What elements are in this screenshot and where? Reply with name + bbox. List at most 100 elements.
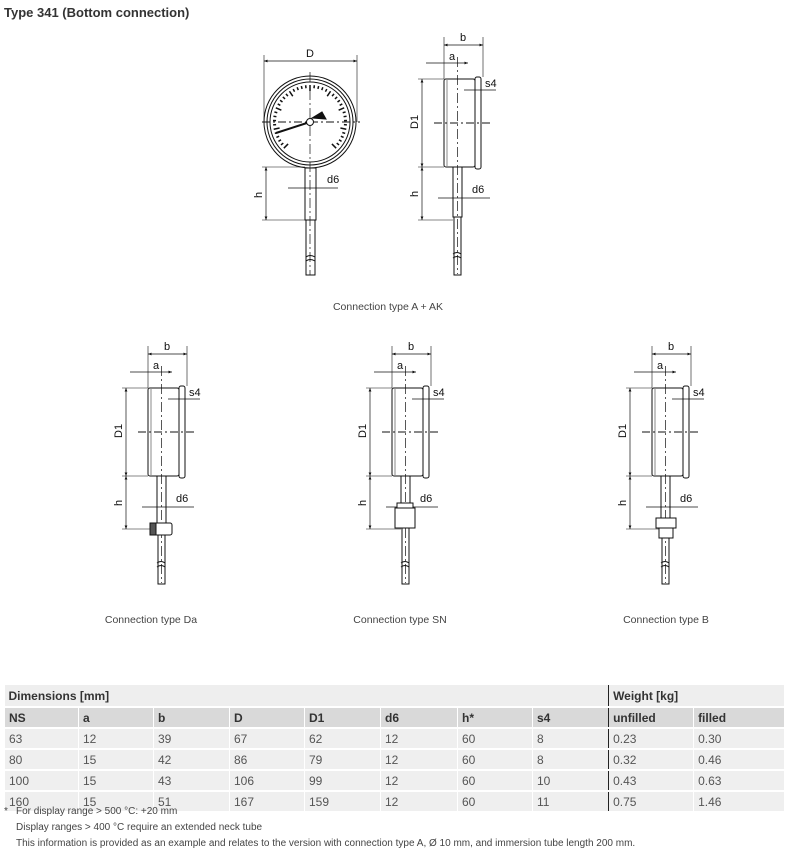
table-cell: 86 [229,749,305,771]
svg-text:h: h [253,192,265,198]
table-cell: 0.23 [608,728,694,750]
dial-tick [336,142,340,146]
dial-tick [275,107,282,111]
table-cell: 100 [4,770,79,792]
footnote-1: For display range > 500 °C: +20 mm [16,806,178,817]
table-cell: 12 [380,728,458,750]
table-cell: 0.32 [608,749,694,771]
dial-tick [274,111,278,114]
column-header: b [153,707,230,729]
dial-tick [337,99,341,103]
footnotes: * For display range > 500 °C: +20 mm Disp… [4,804,635,852]
table-cell: 60 [457,770,533,792]
caption-b: Connection type B [623,614,709,626]
side-view-a-ak [409,32,497,275]
dial-tick [321,87,324,91]
footnote-star: * [4,806,8,817]
table-cell: 51 [153,791,230,813]
side-view-b [617,341,705,584]
column-header: a [78,707,154,729]
dial-tick [280,142,284,146]
caption-sn: Connection type SN [353,614,447,626]
table-cell: 60 [457,728,533,750]
table-cell: 60 [457,749,533,771]
dial-tick [292,88,296,93]
dial-tick [331,143,337,149]
column-header: D [229,707,305,729]
table-cell: 67 [229,728,305,750]
dial-tick [326,90,332,97]
table-cell: 99 [304,770,381,792]
dial-tick [340,127,347,130]
section-title: Type 341 (Bottom connection) [4,5,190,20]
table-cell: 63 [4,728,79,750]
dial-tick [278,139,282,142]
table-cell: 80 [4,749,79,771]
footnote-2: Display ranges > 400 °C require an exten… [16,822,263,833]
table-cell: 0.75 [608,791,694,813]
dial-tick [300,85,303,90]
table-cell: 12 [380,791,458,813]
table-cell: 0.63 [693,770,784,792]
table-cell: 8 [531,728,609,750]
table-cell: 10 [531,770,609,792]
dial-tick [342,131,346,135]
caption-da: Connection type Da [104,614,198,626]
table-cell: 62 [304,728,381,750]
table-cell: 15 [78,749,154,771]
dial-tick [338,139,342,142]
column-header: NS [4,707,79,729]
column-header: d6 [380,707,458,729]
footnote-3: This information is provided as an examp… [16,838,636,849]
b-fitting [655,517,677,529]
column-header: s4 [531,707,609,729]
column-header: h* [457,707,533,729]
dial-tick [342,111,346,114]
dial-tick [285,93,289,97]
dial-tick [283,143,289,149]
dial-tick [334,96,338,100]
group-weight: Weight [kg] [608,685,784,708]
table-cell: 15 [78,770,154,792]
table-cell: 0.46 [693,749,784,771]
dial-tick [296,87,299,91]
column-header: filled [693,707,784,729]
table-cell: 167 [229,791,305,813]
table-cell: 12 [380,749,458,771]
dial-tick [338,107,345,111]
dial-tick [273,127,280,130]
dial-tick [288,90,294,97]
table-cell: 159 [304,791,381,813]
table-cell: 39 [153,728,230,750]
table-cell: 160 [4,791,79,813]
table-cell: 12 [380,770,458,792]
table-cell: 12 [78,728,154,750]
group-dimensions: Dimensions [mm] [4,685,609,708]
table-cell: 0.43 [608,770,694,792]
dial-tick [282,96,286,100]
table-cell: 79 [304,749,381,771]
sn-fitting [396,502,414,509]
table-cell: 11 [531,791,609,813]
dim-D-label: D [306,48,314,60]
column-header: D1 [304,707,381,729]
dial-tick [331,93,335,97]
side-view-da [113,341,201,584]
dial-tick [277,103,281,107]
table-cell: 15 [78,791,154,813]
table-cell: 0.30 [693,728,784,750]
table-cell: 1.46 [693,791,784,813]
table-cell: 42 [153,749,230,771]
dial-tick [340,135,344,139]
side-view-sn [357,341,445,584]
technical-drawings: b a s4 D1 h d6 D h [0,0,788,640]
table-cell: 60 [457,791,533,813]
table-cell: 106 [229,770,305,792]
front-view-drawing: D h d6 [253,48,360,276]
dial-tick [317,85,320,90]
